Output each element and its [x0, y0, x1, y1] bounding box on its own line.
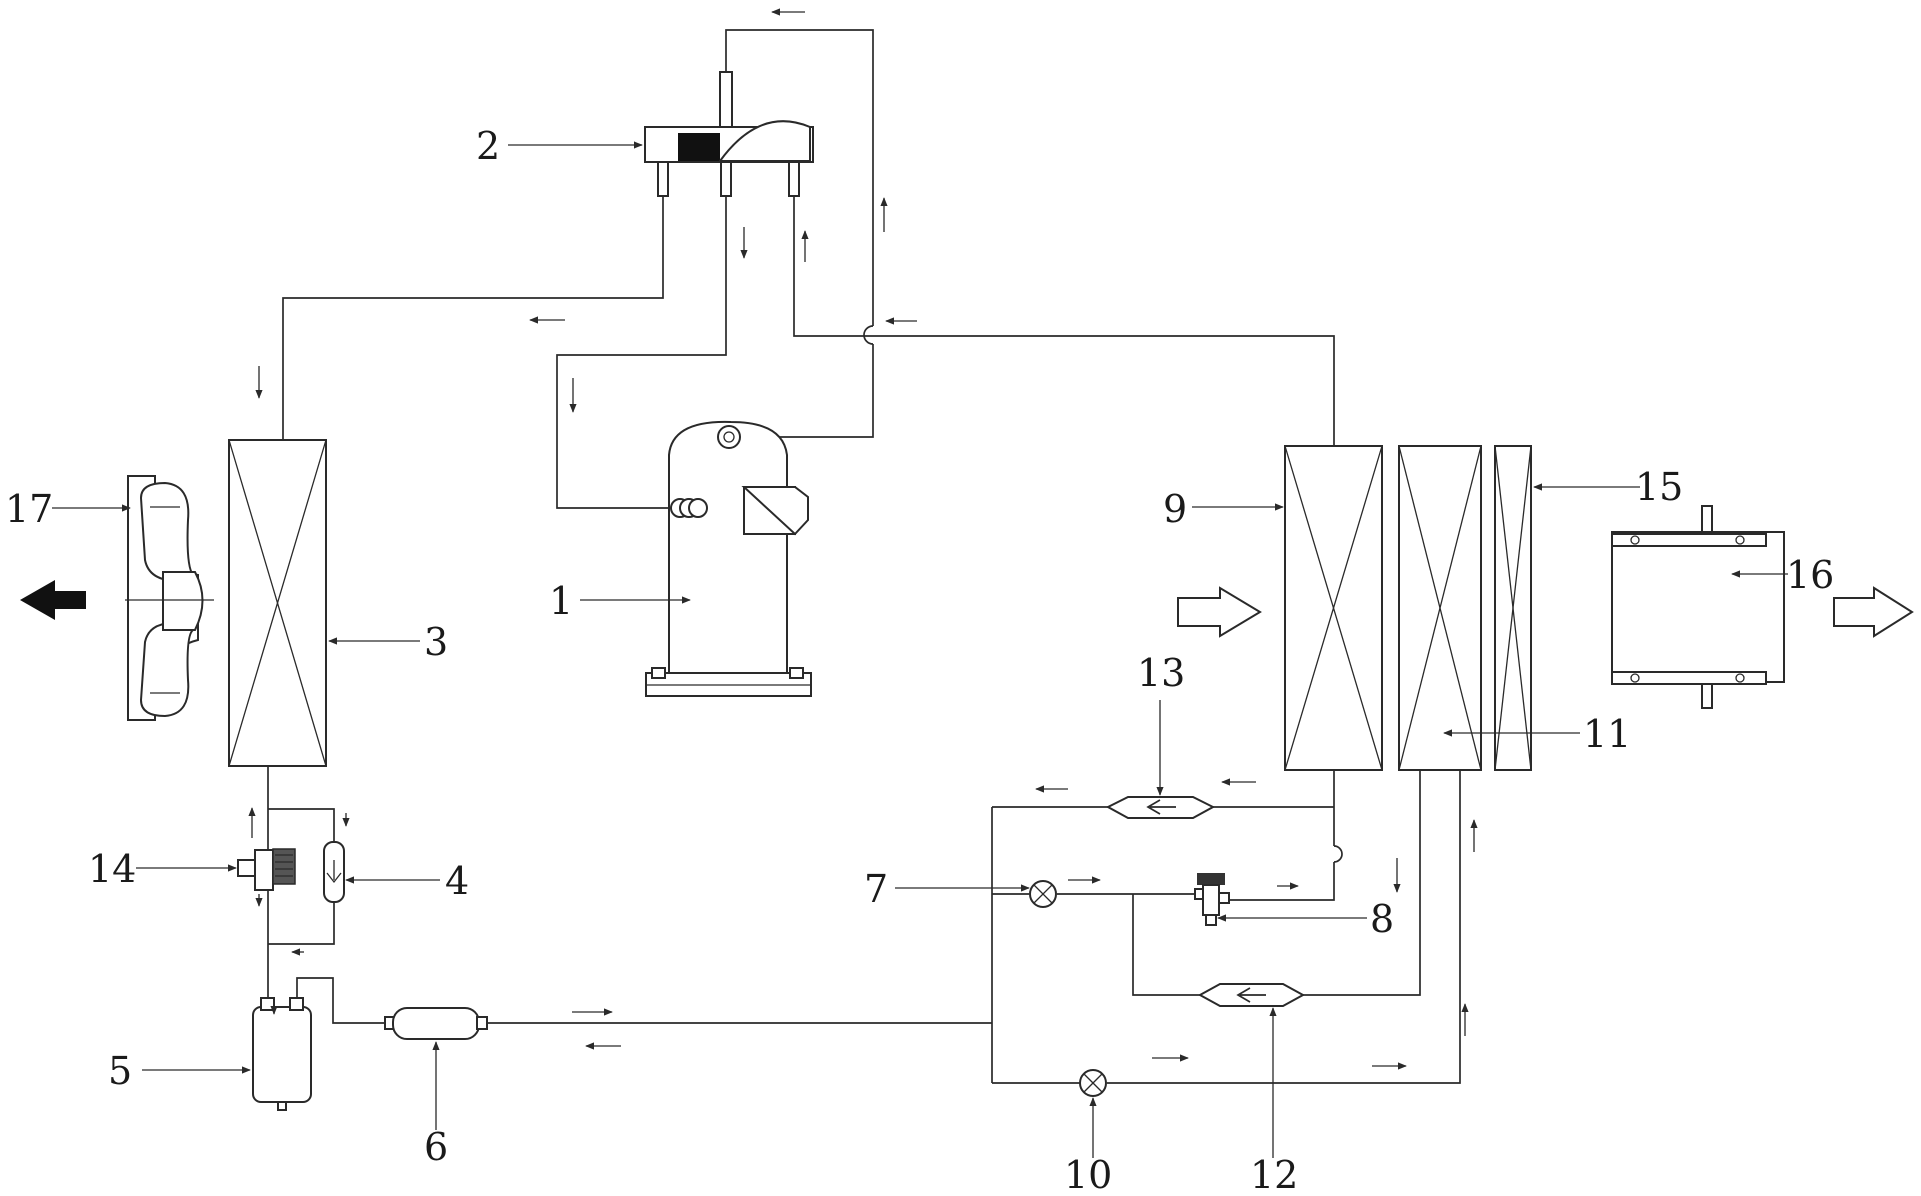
pipe-discharge-down [737, 344, 874, 438]
air-outlet-arrow-icon [1833, 586, 1914, 638]
receiver-5 [252, 997, 312, 1111]
pipe-branch-12 [1132, 894, 1200, 996]
label-10: 10 [1064, 1153, 1112, 1196]
flow-arrows [248, 8, 1478, 1070]
pipe-branch-12b [1303, 770, 1421, 996]
label-16: 16 [1786, 553, 1834, 597]
valve-10 [1079, 1069, 1107, 1097]
pipe-network [267, 29, 1461, 1084]
label-2: 2 [476, 124, 500, 168]
expansion-valve-8 [1194, 873, 1230, 926]
label-3: 3 [424, 620, 448, 664]
heater-15 [1494, 445, 1532, 771]
check-valve-12 [1197, 983, 1306, 1007]
blower-16 [1611, 505, 1785, 709]
label-5: 5 [108, 1049, 132, 1093]
label-17: 17 [5, 487, 53, 531]
label-9: 9 [1163, 487, 1187, 531]
pipe-to-condenser [282, 196, 664, 440]
valve-14 [237, 848, 296, 891]
label-6: 6 [424, 1125, 448, 1169]
pipe-discharge-top [725, 29, 874, 326]
condenser-3 [228, 439, 327, 767]
exhaust-arrow-icon [20, 580, 86, 620]
evaporator-9 [1284, 445, 1383, 771]
valve-7 [1029, 880, 1057, 908]
label-1: 1 [549, 579, 573, 623]
pipe-evap9-hop [1333, 845, 1343, 863]
pipe-to-compressor-suction [556, 196, 727, 509]
check-valve-13 [1105, 796, 1216, 819]
fan-17 [20, 475, 214, 721]
pipe-evap9-down2 [1228, 862, 1335, 901]
air-inlet-arrow-icon [1177, 586, 1262, 638]
label-13: 13 [1137, 651, 1185, 695]
label-8: 8 [1370, 897, 1394, 941]
check-valve-4 [323, 841, 345, 903]
label-14: 14 [88, 847, 136, 891]
component-labels: 2 17 1 3 14 4 5 6 9 15 16 11 13 7 8 10 1… [5, 124, 1834, 1196]
label-7: 7 [864, 867, 888, 911]
heat-exchanger-11 [1398, 445, 1482, 771]
label-15: 15 [1635, 465, 1683, 509]
label-11: 11 [1583, 712, 1631, 756]
compressor-1 [645, 420, 812, 697]
leader-lines [52, 141, 1788, 1158]
dryer-6 [384, 1007, 488, 1040]
label-4: 4 [445, 859, 469, 903]
pipe-branch-10b [1107, 770, 1461, 1084]
pipe-to-evaporator [793, 196, 1335, 446]
label-12: 12 [1250, 1153, 1298, 1196]
pipe-receiver-out [296, 977, 392, 1024]
four-way-valve-2 [644, 71, 814, 197]
pipe-crossover-hop [863, 325, 874, 345]
